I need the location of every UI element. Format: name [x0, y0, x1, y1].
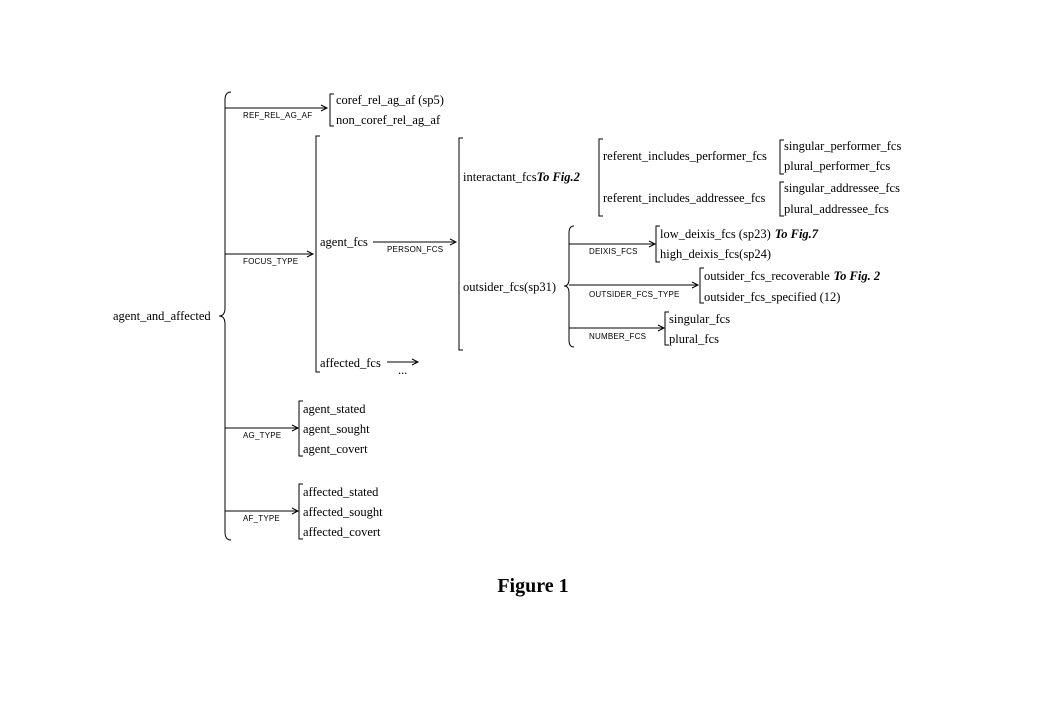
- af-type-system-name: AF_TYPE: [243, 514, 280, 523]
- outsider-term: outsider_fcs(sp31): [463, 280, 556, 294]
- focus-type-system-name: FOCUS_TYPE: [243, 257, 298, 266]
- ref-rel-bracket: [329, 93, 334, 127]
- affected-fcs-ellipsis: ...: [398, 363, 407, 377]
- ref-rel-system-name: REF_REL_AG_AF: [243, 111, 312, 120]
- singular-addressee-term: singular_addressee_fcs: [784, 181, 900, 195]
- ag-type-bracket: [298, 400, 303, 457]
- outsider-type-system: OUTSIDER_FCS_TYPE: [569, 281, 700, 299]
- affected-fcs-arrow: [387, 358, 420, 366]
- agent-stated-term: agent_stated: [303, 402, 366, 416]
- person-system-name: PERSON_FCS: [387, 245, 443, 254]
- person-system: PERSON_FCS: [373, 238, 458, 254]
- ag-type-system: AG_TYPE: [225, 424, 300, 440]
- plural-performer-term: plural_performer_fcs: [784, 159, 890, 173]
- high-deixis-term: high_deixis_fcs(sp24): [660, 247, 771, 261]
- af-type-system: AF_TYPE: [225, 507, 300, 523]
- ref-addressee-term: referent_includes_addressee_fcs: [603, 191, 766, 205]
- plural-addressee-term: plural_addressee_fcs: [784, 202, 889, 216]
- singular-performer-term: singular_performer_fcs: [784, 139, 901, 153]
- focus-type-bracket: [315, 135, 320, 373]
- deixis-system-name: DEIXIS_FCS: [589, 247, 638, 256]
- agent-sought-term: agent_sought: [303, 422, 370, 436]
- plural-fcs-term: plural_fcs: [669, 332, 719, 346]
- outsider-specified-term: outsider_fcs_specified (12): [704, 290, 840, 304]
- figure-caption: Figure 1: [497, 575, 568, 597]
- number-system-name: NUMBER_FCS: [589, 332, 646, 341]
- number-system: NUMBER_FCS: [569, 324, 666, 341]
- coref-term: coref_rel_ag_af (sp5): [336, 93, 444, 107]
- ag-type-system-name: AG_TYPE: [243, 431, 281, 440]
- root-and-brace: [218, 91, 232, 541]
- affected-fcs-term: affected_fcs: [320, 356, 381, 370]
- low-deixis-term: low_deixis_fcs (sp23)To Fig.7: [660, 227, 819, 241]
- interactant-bracket: [598, 138, 603, 217]
- agent-fcs-term: agent_fcs: [320, 235, 368, 249]
- af-type-bracket: [298, 483, 303, 540]
- interactant-term: interactant_fcsTo Fig.2: [463, 170, 580, 184]
- ref-rel-system: REF_REL_AG_AF: [225, 104, 329, 120]
- focus-type-system: FOCUS_TYPE: [225, 250, 315, 266]
- outsider-type-system-name: OUTSIDER_FCS_TYPE: [589, 290, 680, 299]
- affected-covert-term: affected_covert: [303, 525, 381, 539]
- ref-performer-term: referent_includes_performer_fcs: [603, 149, 767, 163]
- root-label: agent_and_affected: [113, 309, 211, 323]
- outsider-and-brace: [563, 225, 575, 348]
- singular-fcs-term: singular_fcs: [669, 312, 730, 326]
- non-coref-term: non_coref_rel_ag_af: [336, 113, 441, 127]
- person-bracket: [458, 137, 463, 351]
- number-bracket: [664, 311, 669, 346]
- agent-covert-term: agent_covert: [303, 442, 368, 456]
- performer-number-bracket: [779, 139, 784, 175]
- addressee-number-bracket: [779, 181, 784, 217]
- deixis-bracket: [655, 225, 660, 263]
- affected-stated-term: affected_stated: [303, 485, 379, 499]
- outsider-type-bracket: [699, 267, 704, 304]
- deixis-system: DEIXIS_FCS: [569, 240, 657, 256]
- affected-sought-term: affected_sought: [303, 505, 383, 519]
